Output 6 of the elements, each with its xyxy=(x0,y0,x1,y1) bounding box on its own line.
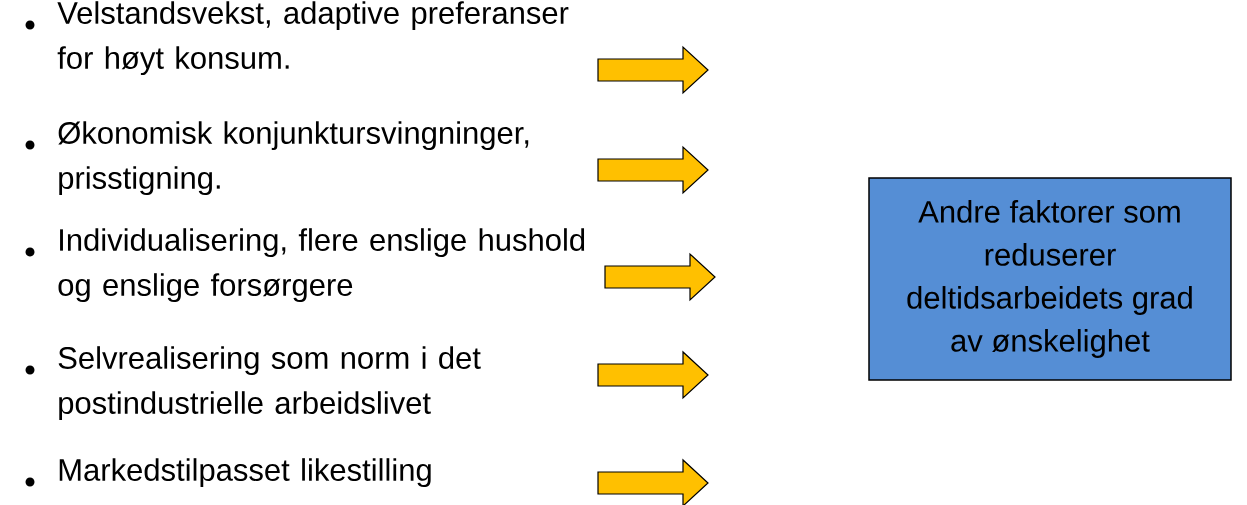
bullet-text: Markedstilpasset likestilling xyxy=(59,458,431,488)
bullet-text: Selvrealisering som norm i det postindustrielle arbeidslivet xyxy=(58,346,481,421)
bullet-text: Velstandsvekst, adaptive preferanser for høyt konsum. xyxy=(57,1,569,76)
process-box: Andre faktorer som reduserer deltidsarbeidets grad av ønskelighet xyxy=(868,177,1232,381)
bullet-text: Økonomisk konjunktursvingninger, prisstigning. xyxy=(58,121,529,196)
bullet-text: Individualisering, flere enslige hushold og enslige forsørgere xyxy=(58,228,585,303)
